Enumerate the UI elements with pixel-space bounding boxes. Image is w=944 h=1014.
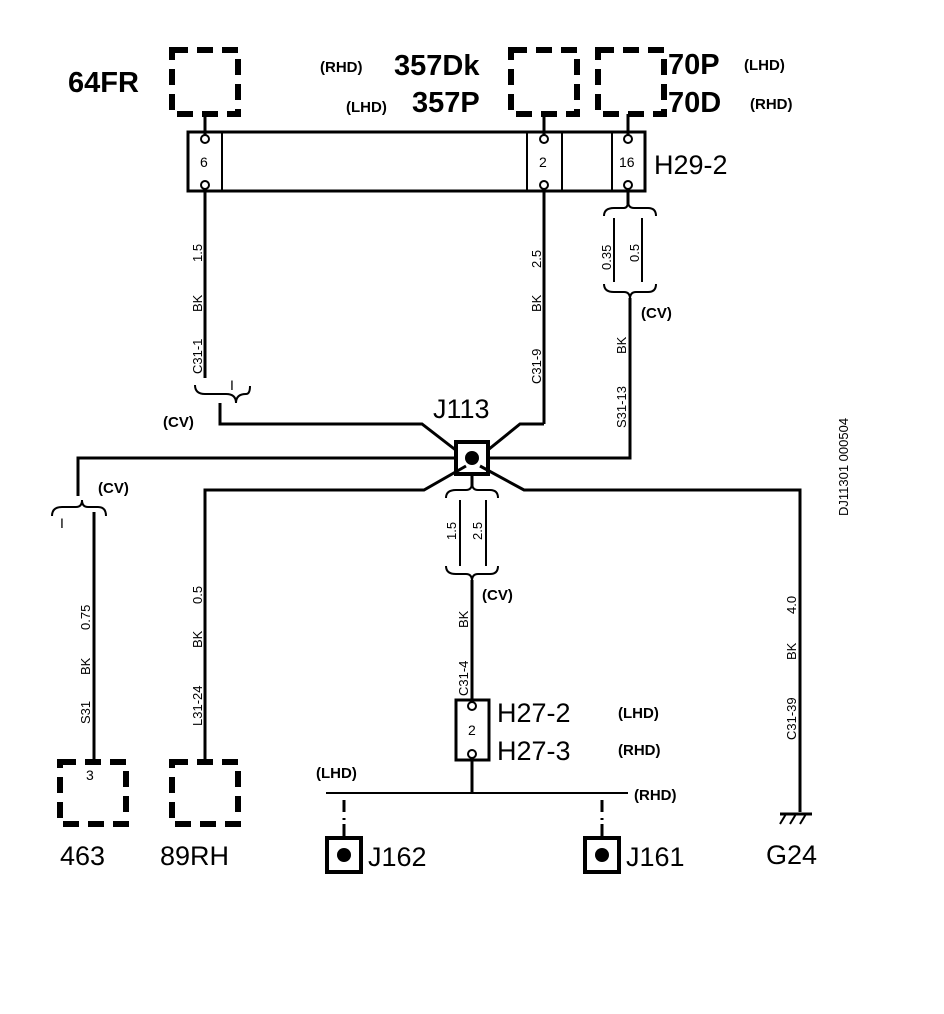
component-70-box [595, 47, 667, 117]
component-463-box [57, 759, 129, 827]
h27-pin-2: 2 [468, 722, 476, 738]
brace-cv-s31 [51, 499, 107, 517]
wire-c31-9-gauge: 2.5 [529, 250, 544, 268]
variant-lhd-h27-2: (LHD) [618, 705, 659, 722]
wire-s31-gauge: 0.75 [78, 605, 93, 630]
ground-g24-label: G24 [766, 840, 817, 870]
wire-c31-4-gauge-b: 2.5 [470, 522, 485, 540]
connector-h27 [454, 698, 491, 762]
wire-s31-13-id: S31-13 [614, 386, 629, 428]
wire-c31-4-color: BK [456, 610, 471, 628]
h29-pin-6: 6 [200, 154, 208, 170]
component-463-pin-3: 3 [86, 767, 94, 783]
component-89rh-box [169, 759, 241, 827]
splice-j161-label: J161 [626, 842, 685, 872]
splice-j162 [325, 836, 363, 874]
ground-g24-symbol [779, 812, 812, 825]
wire-j113-left-horizontal [76, 456, 456, 496]
variant-rhd-j161: (RHD) [634, 787, 677, 804]
diagram-code: DJ11301 000504 [836, 418, 851, 516]
splice-j113-label: J113 [433, 394, 490, 424]
variant-lhd-j162: (LHD) [316, 765, 357, 782]
component-463-label: 463 [60, 841, 105, 871]
variant-cv-c31-1: (CV) [163, 414, 194, 431]
brace-s31-13-top [603, 200, 657, 217]
component-64fr-label: 64FR [68, 67, 139, 99]
connector-h29-2-label: H29-2 [654, 150, 728, 180]
wire-c31-9-color: BK [529, 294, 544, 312]
variant-lhd-70p: (LHD) [744, 57, 785, 74]
wire-s31-13-color: BK [614, 336, 629, 354]
cv-pin-left: I [230, 377, 234, 393]
cv-pin-s31: I [60, 515, 64, 531]
component-357p-label: 357P [412, 87, 480, 119]
wire-c31-1-to-j113 [218, 403, 467, 460]
wire-s31-id: S31 [78, 701, 93, 724]
component-70d-label: 70D [668, 87, 721, 119]
component-89rh-label: 89RH [160, 841, 229, 871]
variant-rhd-357dk: (RHD) [320, 59, 363, 76]
wire-c31-9-to-j113 [477, 422, 544, 460]
variant-lhd-357p: (LHD) [346, 99, 387, 116]
wire-s31-13 [490, 298, 632, 460]
wire-c31-1-id: C31-1 [190, 339, 205, 374]
splice-j161 [583, 836, 621, 874]
connector-h29-2 [186, 130, 647, 193]
connector-h27-3-label: H27-3 [497, 736, 571, 766]
wire-c31-39-gauge: 4.0 [784, 596, 799, 614]
h29-pin-2: 2 [539, 154, 547, 170]
wire-c31-4-gauge-a: 1.5 [444, 522, 459, 540]
wire-c31-4-id: C31-4 [456, 661, 471, 696]
component-70p-label: 70P [668, 49, 720, 81]
wire-s31-color: BK [78, 657, 93, 675]
splice-j162-label: J162 [368, 842, 427, 872]
variant-cv-s31-13: (CV) [641, 305, 672, 322]
connector-h27-2-label: H27-2 [497, 698, 571, 728]
variant-cv-s31: (CV) [98, 480, 129, 497]
wire-l31-24-color: BK [190, 630, 205, 648]
component-357dk-label: 357Dk [394, 50, 480, 82]
wire-c31-39-color: BK [784, 642, 799, 660]
variant-rhd-h27-3: (RHD) [618, 742, 661, 759]
wire-s31-13-gauge-a: 0.35 [599, 245, 614, 270]
wire-l31-24-gauge: 0.5 [190, 586, 205, 604]
wire-c31-39-id: C31-39 [784, 697, 799, 740]
brace-s31-13-bottom [603, 283, 657, 300]
wire-c31-39 [479, 464, 802, 812]
variant-cv-c31-4: (CV) [482, 587, 513, 604]
wire-c31-1-color: BK [190, 294, 205, 312]
brace-cv-c31-1 [194, 384, 251, 404]
brace-c31-4-bottom [445, 565, 499, 582]
brace-c31-4-top [445, 482, 499, 499]
component-64fr-box [169, 47, 241, 117]
wire-l31-24 [203, 464, 467, 760]
wire-l31-24-id: L31-24 [190, 686, 205, 726]
wire-s31-13-gauge-b: 0.5 [627, 244, 642, 262]
variant-rhd-70d: (RHD) [750, 96, 793, 113]
component-357-box [508, 47, 580, 117]
h29-pin-16: 16 [619, 154, 635, 170]
wire-c31-1-gauge: 1.5 [190, 244, 205, 262]
wire-c31-9-id: C31-9 [529, 349, 544, 384]
